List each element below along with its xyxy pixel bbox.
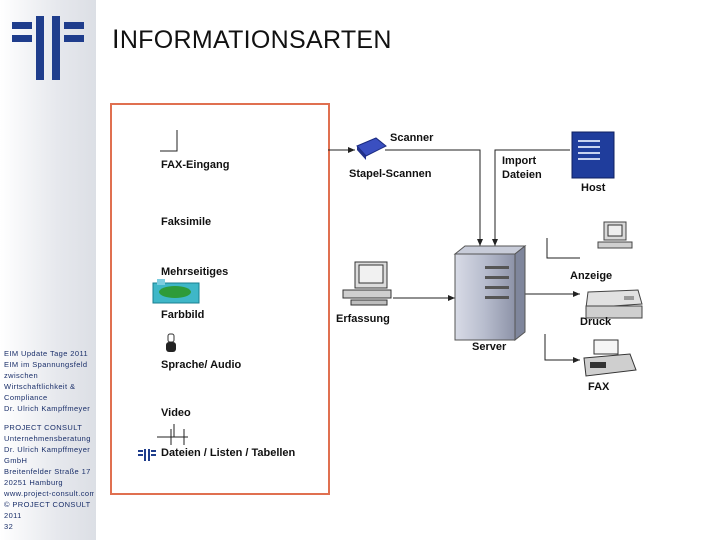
connector-lines [157, 130, 580, 445]
fax-eingang-connector [160, 130, 178, 152]
dateien-small-logo [138, 449, 156, 461]
server-label: Server [472, 341, 507, 353]
company-line: PROJECT CONSULT [4, 423, 83, 432]
druck-label: Druck [580, 316, 612, 328]
host-label: Host [581, 182, 606, 194]
scanner-to-server-line [385, 149, 483, 246]
company-line: © PROJECT CONSULT [4, 500, 91, 509]
fax-label: FAX [588, 381, 610, 393]
import-label: Import [502, 155, 537, 167]
anzeige-workstation-icon [597, 221, 633, 249]
information-types-frame [110, 103, 330, 495]
company-line: 2011 [4, 511, 22, 520]
slide-title: INFORMATIONSARTEN [112, 24, 392, 55]
event-info: EIM Update Tage 2011 EIM im Spannungsfel… [4, 348, 94, 414]
company-line: Unternehmensberatung [4, 434, 91, 443]
microphone-icon [166, 333, 176, 352]
mehrseitiges-label: Mehrseitiges [161, 266, 229, 278]
event-line: Dr. Ulrich Kampffmeyer [4, 404, 91, 413]
video-label: Video [161, 407, 191, 419]
sprache-audio-label: Sprache/ Audio [161, 359, 242, 371]
event-line: EIM im Spannungsfeld [4, 360, 88, 369]
company-line: GmbH [4, 456, 28, 465]
company-line: 20251 Hamburg [4, 478, 63, 487]
company-line: www.project-consult.com [4, 489, 94, 498]
company-info: PROJECT CONSULT Unternehmensberatung Dr.… [4, 422, 94, 532]
sidebar: EIM Update Tage 2011 EIM im Spannungsfel… [0, 0, 96, 540]
server-to-anzeige-line [546, 238, 580, 259]
erfassung-workstation-icon [342, 261, 392, 306]
scanner-label: Scanner [390, 132, 434, 144]
company-logo [12, 16, 84, 80]
dateien-label: Dateien / Listen / Tabellen [161, 447, 296, 459]
event-line: zwischen [4, 371, 39, 380]
host-icon [571, 131, 615, 179]
fax-machine-icon [583, 339, 637, 377]
title-rest: NFORMATIONSARTEN [119, 26, 392, 54]
scanner-icon [356, 137, 387, 160]
erfassung-label: Erfassung [336, 313, 390, 325]
anzeige-label: Anzeige [570, 270, 613, 282]
server-to-fax-line [544, 334, 580, 363]
company-line: 32 [4, 522, 14, 531]
stapel-scannen-label: Stapel-Scannen [349, 168, 432, 180]
fax-eingang-label: FAX-Eingang [161, 159, 230, 171]
farbbild-image-icon [152, 279, 200, 304]
dateien-import-label: Dateien [502, 169, 542, 181]
server-icon [453, 244, 527, 342]
event-line: EIM Update Tage 2011 [4, 349, 89, 358]
company-line: Dr. Ulrich Kampffmeyer [4, 445, 91, 454]
event-line: Wirtschaftlichkeit & [4, 382, 76, 391]
farbbild-label: Farbbild [161, 309, 205, 321]
event-line: Compliance [4, 393, 48, 402]
title-initial: I [112, 24, 120, 54]
host-to-server-line [492, 149, 570, 246]
druck-printer-icon [585, 289, 643, 319]
company-line: Breitenfelder Straße 17 [4, 467, 91, 476]
faksimile-label: Faksimile [161, 216, 212, 228]
